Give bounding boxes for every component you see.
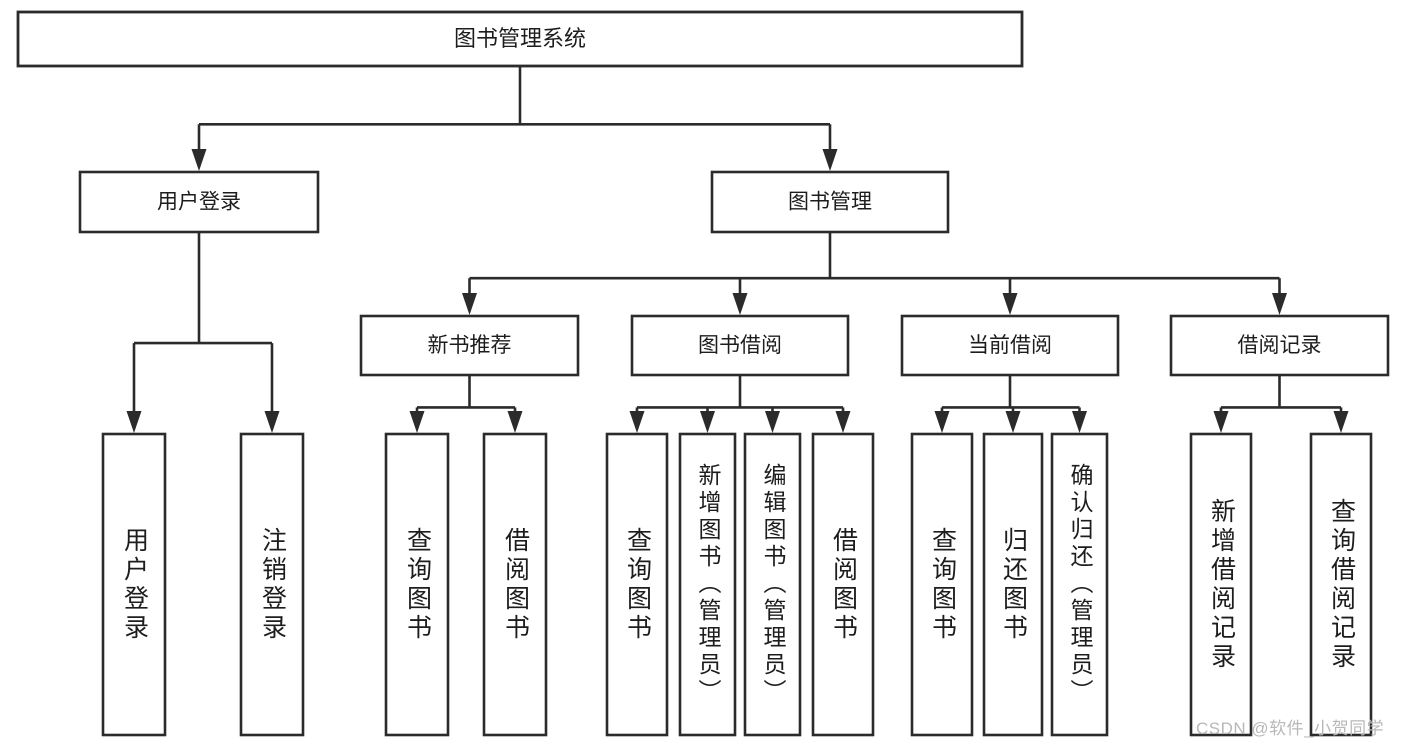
node-box-leaf-borrow-book xyxy=(811,432,875,737)
node-box-leaf-query-borrow-record xyxy=(1309,432,1373,737)
node-box-leaf-confirm-return xyxy=(1050,432,1109,737)
node-box-book-borrow xyxy=(630,314,850,377)
node-box-user-login xyxy=(78,170,320,234)
node-label-book-manage: 图书管理 xyxy=(788,191,872,214)
node-box-leaf-query-book-borrow xyxy=(605,432,669,737)
node-box-leaf-logout xyxy=(239,432,305,737)
watermark-text: CSDN @软件_小贺同学 xyxy=(1196,719,1385,738)
node-label-borrow-record: 借阅记录 xyxy=(1238,334,1322,357)
node-label-current-borrow: 当前借阅 xyxy=(968,334,1052,357)
node-box-borrow-record xyxy=(1169,314,1390,377)
node-box-leaf-return-book xyxy=(982,432,1044,737)
node-box-layer xyxy=(16,10,1390,737)
node-box-leaf-query-book-current xyxy=(910,432,974,737)
node-label-book-borrow: 图书借阅 xyxy=(698,334,782,357)
node-box-leaf-add-book xyxy=(678,432,737,737)
node-label-new-book-recommend: 新书推荐 xyxy=(428,334,512,357)
node-box-new-book-recommend xyxy=(359,314,580,377)
node-box-leaf-borrow-book-new xyxy=(482,432,548,737)
node-box-leaf-query-book-new xyxy=(384,432,450,737)
node-label-user-login: 用户登录 xyxy=(157,191,241,214)
node-box-book-manage xyxy=(710,170,950,234)
node-box-leaf-user-login xyxy=(101,432,167,737)
connector-layer xyxy=(126,66,1349,433)
node-box-leaf-add-borrow-record xyxy=(1189,432,1253,737)
node-box-leaf-edit-book xyxy=(743,432,802,737)
node-box-root xyxy=(16,10,1024,68)
node-box-current-borrow xyxy=(900,314,1120,377)
node-label-root: 图书管理系统 xyxy=(454,26,586,51)
